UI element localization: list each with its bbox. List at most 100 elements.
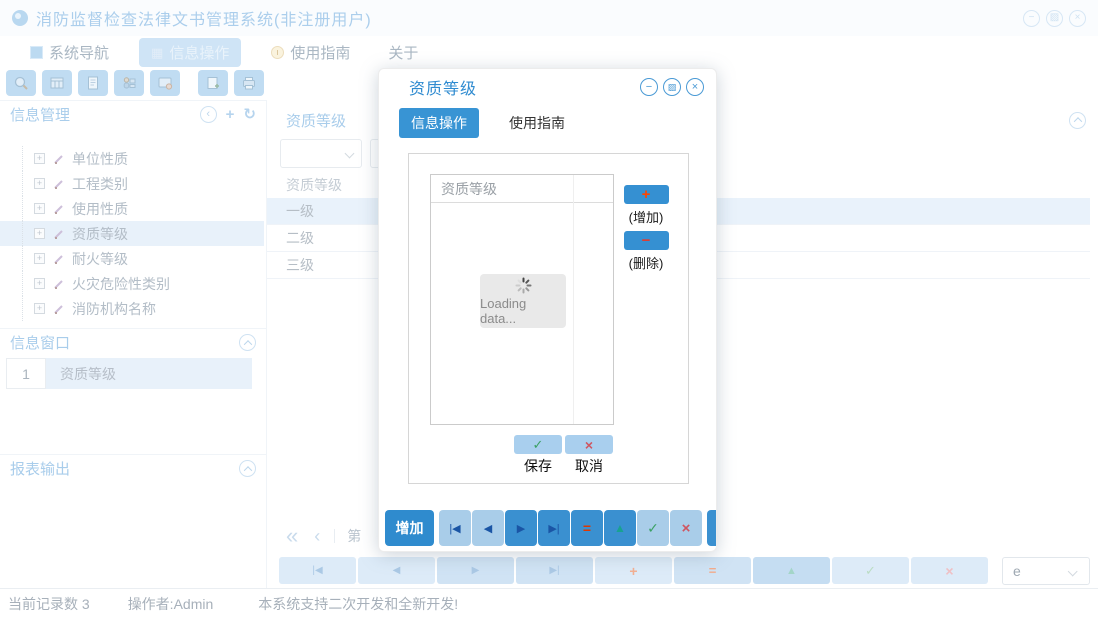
- info-manage-title: 信息管理: [10, 107, 71, 124]
- search-icon[interactable]: [6, 70, 36, 96]
- footer-clipped-button[interactable]: [707, 510, 716, 546]
- refresh-icon[interactable]: ↻: [243, 106, 256, 123]
- row-number: 1: [6, 358, 46, 389]
- page-size-select[interactable]: e: [1002, 557, 1090, 585]
- tab-info-operation[interactable]: ▦ 信息操作: [139, 37, 242, 67]
- collapse-up-icon[interactable]: [1069, 111, 1086, 129]
- dialog-minimize-icon[interactable]: −: [640, 78, 658, 96]
- tree-item-qualification-level[interactable]: + 资质等级: [0, 221, 264, 246]
- qualification-dialog: 资质等级 − ▨ × 信息操作 使用指南 资质等级: [378, 68, 717, 552]
- expand-icon[interactable]: +: [34, 203, 45, 214]
- footer-last-button[interactable]: ▶|: [538, 510, 570, 546]
- clock-icon: [271, 45, 285, 59]
- add-node-icon[interactable]: +: [225, 106, 235, 123]
- dialog-tab-user-guide[interactable]: 使用指南: [509, 115, 565, 131]
- dialog-restore-icon[interactable]: ▨: [663, 78, 681, 96]
- footer-refresh-button[interactable]: ▲: [604, 510, 636, 546]
- footer-remove-button[interactable]: =: [571, 510, 603, 546]
- monitor-icon[interactable]: [150, 70, 180, 96]
- refresh-record-button[interactable]: ▲: [753, 557, 830, 584]
- footer-first-button[interactable]: |◀: [439, 510, 471, 546]
- confirm-button[interactable]: ✓: [832, 557, 909, 584]
- nav-prev-button[interactable]: ◀: [358, 557, 435, 584]
- edit-icon: [53, 203, 65, 215]
- report-output-header: 报表输出: [0, 454, 266, 482]
- expand-icon[interactable]: +: [34, 303, 45, 314]
- dialog-titlebar: 资质等级 − ▨ ×: [379, 69, 716, 105]
- loading-indicator: Loading data...: [480, 274, 566, 328]
- pager-page-label: 第: [347, 528, 362, 544]
- remove-item-button[interactable]: −: [623, 231, 669, 250]
- row-label: 资质等级: [46, 358, 252, 389]
- doc-add-icon[interactable]: [198, 70, 228, 96]
- tree-item-fire-agency-name[interactable]: + 消防机构名称: [0, 296, 264, 321]
- pager-divider: [334, 529, 336, 543]
- org-table-icon[interactable]: [42, 70, 72, 96]
- expand-icon[interactable]: +: [34, 153, 45, 164]
- pager-first-button[interactable]: «: [286, 523, 299, 548]
- tab-system-nav[interactable]: 系统导航: [22, 38, 117, 67]
- dialog-form-panel: 资质等级 Loading data...: [408, 153, 689, 484]
- tree-item-project-type[interactable]: + 工程类别: [0, 171, 264, 196]
- save-button[interactable]: ✓: [514, 435, 562, 454]
- cancel-button[interactable]: ×: [565, 435, 613, 454]
- content-title: 资质等级: [286, 112, 347, 130]
- grid-icon: ▦: [151, 44, 164, 60]
- sidebar: 信息管理 ‹ + ↻ + 单位性质 + 工程类别 + 使用性质: [0, 100, 266, 588]
- cancel-edit-button[interactable]: ×: [911, 557, 988, 584]
- dialog-close-icon[interactable]: ×: [686, 78, 704, 96]
- listbox-column-header[interactable]: 资质等级: [431, 175, 613, 203]
- footer-prev-button[interactable]: ◀: [472, 510, 504, 546]
- maximize-icon[interactable]: ▨: [1046, 9, 1063, 27]
- tab-user-guide[interactable]: 使用指南: [263, 38, 358, 67]
- tree-item-fire-resistance[interactable]: + 耐火等级: [0, 246, 264, 271]
- expand-icon[interactable]: +: [34, 178, 45, 189]
- tree-item-fire-hazard-type[interactable]: + 火灾危险性类别: [0, 271, 264, 296]
- remove-record-button[interactable]: =: [674, 557, 751, 584]
- add-item-label: (增加): [628, 210, 664, 225]
- footer-confirm-button[interactable]: ✓: [637, 510, 669, 546]
- cancel-label: 取消: [575, 458, 603, 474]
- dialog-tab-info-operation[interactable]: 信息操作: [399, 108, 479, 138]
- printer-icon[interactable]: [234, 70, 264, 96]
- operator: 操作者:Admin: [127, 595, 214, 612]
- category-tree: + 单位性质 + 工程类别 + 使用性质 + 资质等级 +: [0, 146, 264, 321]
- footer-add-button[interactable]: 增加: [385, 510, 434, 546]
- app-title: 消防监督检查法律文书管理系统(非注册用户): [36, 12, 372, 29]
- close-icon[interactable]: ×: [1069, 9, 1086, 27]
- chevron-down-icon: [344, 148, 355, 159]
- tree-item-usage-nature[interactable]: + 使用性质: [0, 196, 264, 221]
- collapse-up-icon[interactable]: [239, 334, 256, 351]
- add-record-button[interactable]: +: [595, 557, 672, 584]
- users-icon[interactable]: [114, 70, 144, 96]
- nav-last-button[interactable]: ▶|: [516, 557, 593, 584]
- minimize-icon[interactable]: −: [1023, 9, 1040, 27]
- loading-text: Loading data...: [480, 295, 527, 326]
- nav-first-button[interactable]: |◀: [279, 557, 356, 584]
- expand-icon[interactable]: +: [34, 278, 45, 289]
- expand-icon[interactable]: +: [34, 228, 45, 239]
- expand-icon[interactable]: +: [34, 253, 45, 264]
- collapse-up-icon[interactable]: [239, 460, 256, 477]
- footer-next-button[interactable]: ▶: [505, 510, 537, 546]
- nav-next-button[interactable]: ▶: [437, 557, 514, 584]
- panel-icon: [30, 45, 43, 59]
- tree-item-unit-nature[interactable]: + 单位性质: [0, 146, 264, 171]
- footer-cancel-button[interactable]: ×: [670, 510, 702, 546]
- add-item-button[interactable]: +: [623, 185, 669, 204]
- save-label: 保存: [524, 458, 552, 474]
- tab-about[interactable]: 关于: [388, 44, 419, 62]
- pager-prev-button[interactable]: ‹: [314, 526, 321, 546]
- main-toolbar: [6, 70, 270, 100]
- loading-spinner-icon: [515, 277, 531, 293]
- grid-column-header[interactable]: 资质等级: [286, 177, 342, 193]
- dialog-tabbar: 信息操作 使用指南: [399, 108, 577, 138]
- info-window-title: 信息窗口: [10, 335, 71, 352]
- record-count: 当前记录数 3: [8, 595, 90, 612]
- bottom-toolbar: |◀ ◀ ▶ ▶| + = ▲ ✓ ×: [279, 557, 988, 584]
- collapse-left-icon[interactable]: ‹: [199, 106, 217, 123]
- edit-icon: [53, 153, 65, 165]
- document-icon[interactable]: [78, 70, 108, 96]
- info-window-row[interactable]: 1 资质等级: [6, 358, 252, 389]
- filter-dropdown[interactable]: [280, 139, 362, 168]
